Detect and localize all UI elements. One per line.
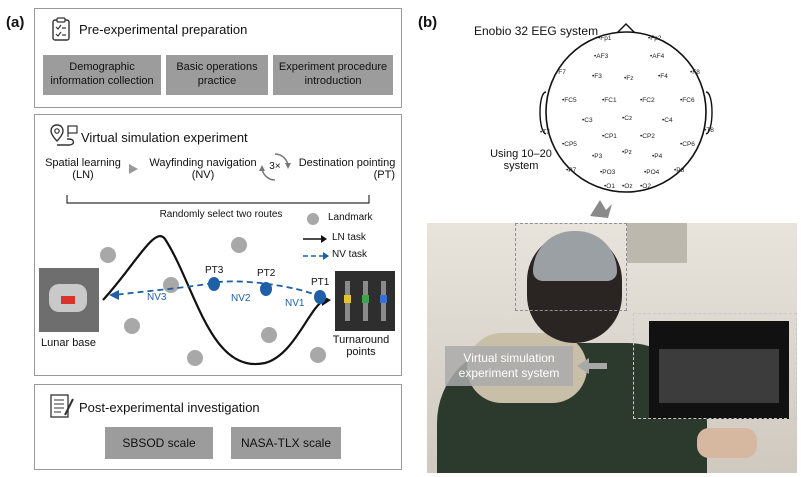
- nv-task-route: [114, 280, 322, 298]
- arrow-up-icon: [590, 200, 612, 218]
- post-experimental-box: Post-experimental investigation SBSOD sc…: [34, 384, 402, 470]
- landmark: [124, 318, 140, 334]
- system-note: Using 10–20 system: [490, 148, 552, 172]
- monitor-highlight: [633, 313, 797, 419]
- legend-nv-task: NV task: [332, 249, 368, 260]
- pt3-label: PT3: [205, 265, 224, 276]
- pt3-point: [208, 277, 220, 291]
- repeat-label: 3×: [269, 161, 281, 172]
- electrode-label: •FC1: [602, 97, 617, 104]
- pt1-label: PT1: [311, 277, 330, 288]
- vse-label: Virtual simulation experiment system: [445, 346, 573, 386]
- landmark: [231, 237, 247, 253]
- electrode-label: •CP5: [562, 141, 577, 148]
- electrode-label: •P7: [566, 167, 577, 174]
- step-spatial-learning: Spatial learning (LN): [45, 157, 121, 181]
- turnaround-image: [335, 271, 395, 331]
- pre-experimental-box: Pre-experimental preparation Demographic…: [34, 8, 402, 108]
- panel-a-label: (a): [6, 14, 25, 31]
- landmark: [187, 350, 203, 366]
- route-map-icon: [50, 124, 78, 146]
- virtual-title: Virtual simulation experiment: [81, 130, 248, 145]
- pre-title: Pre-experimental preparation: [79, 22, 248, 37]
- electrode-label: •Cz: [622, 115, 632, 122]
- electrode-label: •C4: [662, 117, 673, 124]
- electrode-label: •F3: [592, 73, 602, 80]
- electrode-label: •FC6: [680, 97, 695, 104]
- electrode-label: •Fp2: [648, 35, 662, 42]
- nasa-tlx-button[interactable]: NASA-TLX scale: [231, 427, 341, 459]
- electrode-label: •T8: [704, 127, 714, 134]
- experiment-photo: Virtual simulation experiment system: [427, 223, 797, 473]
- arrow-left-icon: [577, 358, 607, 374]
- eeg-title: Enobio 32 EEG system: [474, 24, 599, 38]
- legend-ln-task: LN task: [332, 232, 366, 243]
- clipboard-icon: [52, 17, 70, 41]
- landmark: [261, 327, 277, 343]
- electrode-label: •PO3: [600, 169, 616, 176]
- nv3-label: NV3: [147, 292, 167, 303]
- eeg-head-diagram: •Fp1 •Fp2 •AF3 •AF4 •F7 •F3 •Fz •F4 •F8 •FC5 •FC1 •…: [539, 23, 714, 193]
- random-routes-label: Randomly select two routes: [159, 209, 283, 220]
- electrode-label: •PO4: [644, 169, 660, 176]
- electrode-label: •CP6: [680, 141, 695, 148]
- electrode-label: •P4: [652, 153, 663, 160]
- electrode-label: •F4: [658, 73, 668, 80]
- electrode-label: •O2: [640, 183, 651, 190]
- electrode-label: •F7: [556, 69, 566, 76]
- electrode-label: •P3: [592, 153, 603, 160]
- repeat-cycle-icon: [259, 153, 291, 181]
- electrode-label: •C3: [582, 117, 593, 124]
- pt1-point: [314, 290, 326, 304]
- electrode-label: •AF4: [650, 53, 665, 60]
- route-diagram: [66, 195, 370, 366]
- panel-b-label: (b): [418, 14, 438, 31]
- nv1-label: NV1: [285, 298, 305, 309]
- nv2-label: NV2: [231, 293, 251, 304]
- landmark: [310, 347, 326, 363]
- electrode-label: •FC2: [640, 97, 655, 104]
- electrode-label: •F8: [690, 69, 700, 76]
- pt2-label: PT2: [257, 268, 276, 279]
- step-wayfinding: Wayfinding navigation (NV): [149, 157, 257, 181]
- electrode-label: •P8: [674, 167, 685, 174]
- basic-operations-button[interactable]: Basic operations practice: [166, 55, 268, 95]
- landmark: [163, 277, 179, 293]
- ln-task-route: [102, 235, 326, 366]
- checklist-pen-icon: [50, 394, 74, 418]
- landmark: [100, 247, 116, 263]
- electrode-label: •CP2: [640, 133, 655, 140]
- turnaround-label: Turnaround points: [332, 334, 390, 358]
- electrode-label: •Fp1: [598, 35, 612, 42]
- step-destination: Destination pointing (PT): [298, 157, 396, 181]
- electrode-label: •AF3: [594, 53, 609, 60]
- electrode-label: •T7: [540, 129, 550, 136]
- sbsod-button[interactable]: SBSOD scale: [105, 427, 213, 459]
- virtual-simulation-box: Virtual simulation experiment Spatial le…: [34, 114, 402, 376]
- arrow-right-icon: [129, 164, 138, 174]
- electrode-label: •O1: [604, 183, 615, 190]
- eeg-cap-highlight: [515, 223, 627, 311]
- lunar-base-label: Lunar base: [41, 337, 97, 349]
- electrode-label: •Fz: [624, 75, 634, 82]
- landmark-legend-dot: [307, 213, 319, 225]
- electrode-label: •CP1: [602, 133, 617, 140]
- lunar-base-image: [39, 268, 99, 332]
- pt2-point: [260, 282, 272, 296]
- electrode-label: •Pz: [622, 149, 632, 156]
- post-title: Post-experimental investigation: [79, 400, 260, 415]
- monitor: [649, 321, 789, 419]
- electrode-label: •FC5: [562, 97, 577, 104]
- legend-landmark: Landmark: [328, 212, 373, 223]
- demographic-button[interactable]: Demographic information collection: [43, 55, 161, 95]
- procedure-intro-button[interactable]: Experiment procedure introduction: [273, 55, 393, 95]
- electrode-label: •Oz: [622, 183, 633, 190]
